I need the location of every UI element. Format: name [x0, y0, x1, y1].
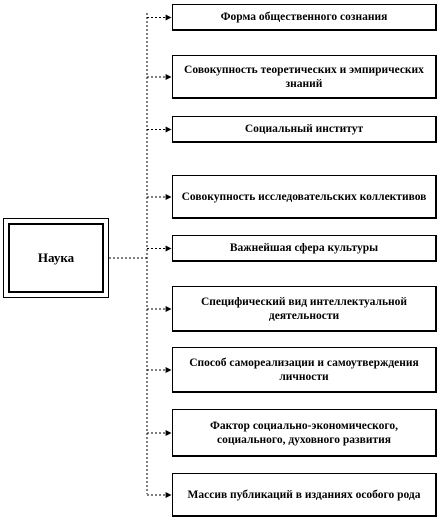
center-concept-label: Наука — [8, 223, 104, 293]
definition-box-9: Массив публикаций в изданиях особого род… — [172, 473, 437, 517]
center-concept-box: Наука — [3, 218, 109, 298]
definition-box-2: Совокупность теоретических и эмпирически… — [172, 55, 437, 99]
definition-box-8: Фактор социально-экономического, социаль… — [172, 409, 437, 457]
definition-box-3: Социальный институт — [172, 116, 437, 143]
definition-box-4: Совокупность исследовательских коллектив… — [172, 175, 437, 219]
definition-box-1: Форма общественного сознания — [172, 4, 437, 31]
definition-box-6: Специфический вид интеллектуальной деяте… — [172, 286, 437, 332]
definition-box-7: Способ самореализации и самоутверждения … — [172, 347, 437, 393]
definition-box-5: Важнейшая сфера культуры — [172, 235, 437, 262]
